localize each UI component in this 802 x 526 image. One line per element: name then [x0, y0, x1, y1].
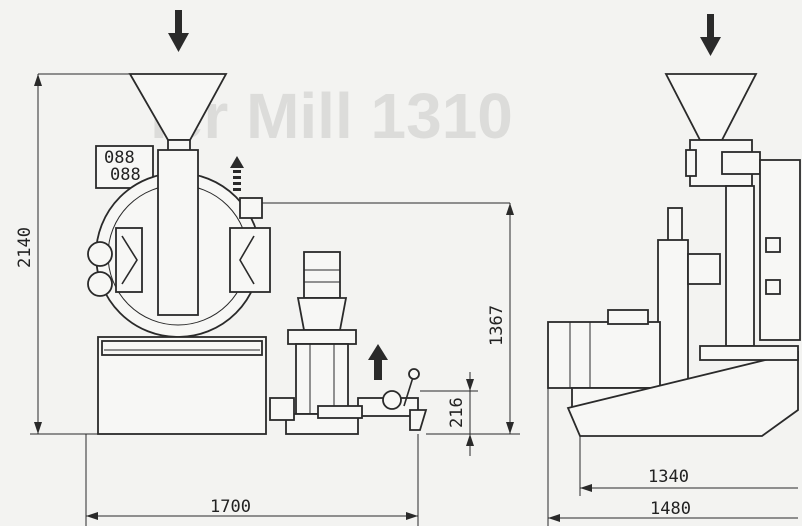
svg-text:1367: 1367 — [487, 305, 507, 346]
exhaust-arrow — [230, 156, 244, 191]
dim-height-inlet: 216 — [420, 372, 478, 456]
svg-text:088: 088 — [110, 165, 141, 185]
svg-text:1340: 1340 — [648, 467, 689, 487]
side-base — [566, 350, 799, 437]
svg-text:2140: 2140 — [15, 227, 35, 268]
dim-height-total: 2140 — [15, 73, 132, 435]
side-view: 1340 1480 — [547, 14, 801, 526]
hopper-side — [664, 73, 758, 141]
dim-height-discharge: 1367 — [426, 203, 520, 435]
feed-arrow-front — [168, 10, 189, 52]
outlet-arrow — [368, 344, 388, 380]
front-view: 088 088 — [15, 10, 520, 526]
svg-text:088: 088 — [104, 148, 135, 168]
feed-chute — [157, 149, 199, 316]
dim-width-front: 1700 — [85, 434, 419, 526]
valve-assembly — [317, 368, 428, 431]
pump-unit — [269, 251, 359, 435]
svg-text:1480: 1480 — [650, 499, 691, 519]
svg-text:1700: 1700 — [210, 497, 251, 517]
svg-text:216: 216 — [447, 397, 467, 428]
dim-width-side-outer: 1480 — [547, 388, 798, 526]
dim-width-side-inner: 1340 — [579, 436, 798, 496]
feed-arrow-side — [700, 14, 721, 56]
